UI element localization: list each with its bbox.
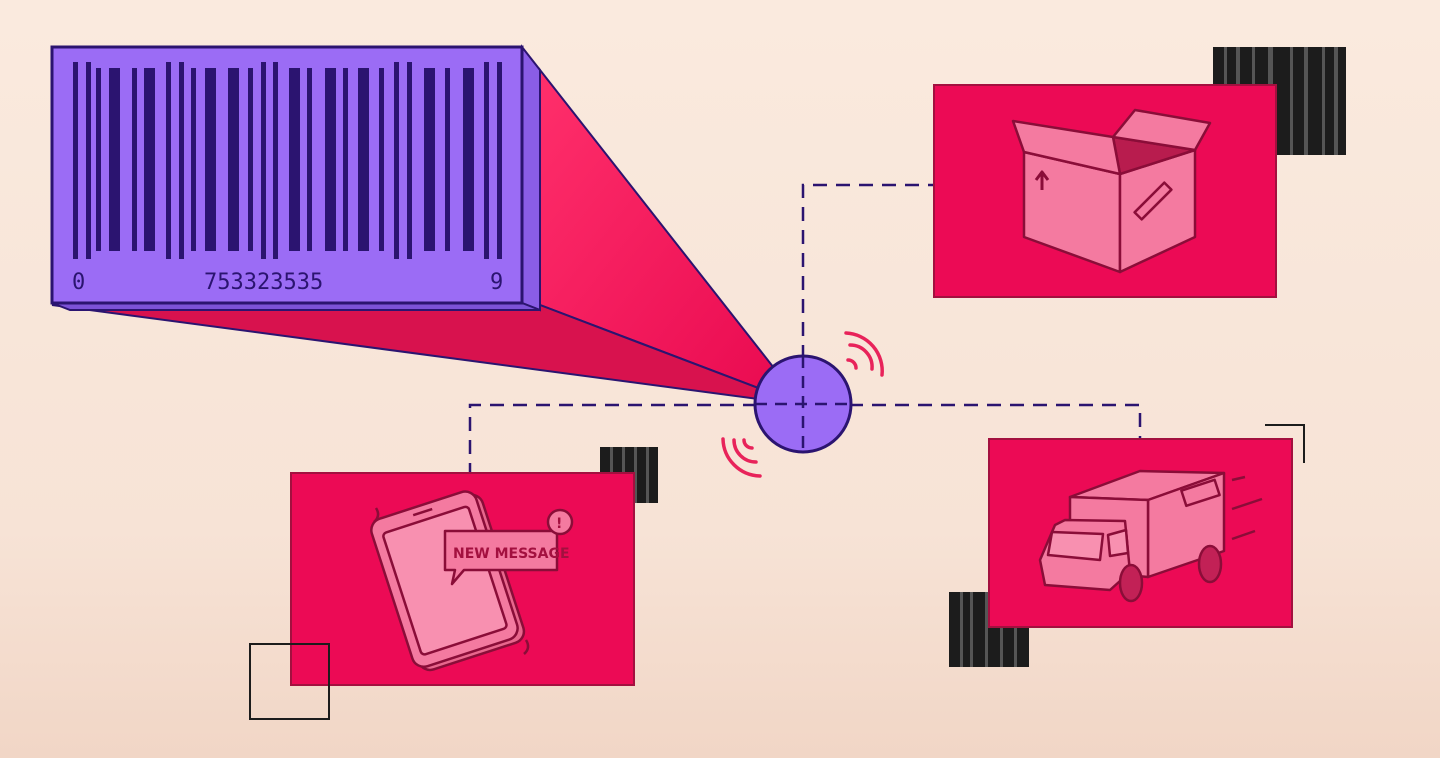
package-panel (933, 84, 1277, 298)
signal-waves-icon (721, 331, 884, 478)
new-message-text: NEW MESSAGE (453, 546, 570, 562)
barcode-right-digit: 9 (490, 270, 503, 295)
alert-badge-icon (546, 508, 574, 536)
barcode-bars (73, 62, 502, 259)
barcode-digits: 753323535 (204, 270, 323, 295)
connector-lines (468, 183, 1142, 475)
box-icon (1011, 108, 1212, 274)
barcode-label: 0 753323535 9 (50, 44, 541, 312)
barcode-left-digit: 0 (72, 270, 85, 295)
delivery-panel (988, 438, 1293, 628)
notification-panel: NEW MESSAGE ! (290, 472, 635, 686)
alert-badge-text: ! (556, 516, 562, 532)
scanner-hub-icon (753, 354, 853, 454)
accent-outlines (249, 424, 1305, 720)
message-bubble: NEW MESSAGE ! (443, 508, 574, 586)
truck-icon (1038, 469, 1263, 603)
